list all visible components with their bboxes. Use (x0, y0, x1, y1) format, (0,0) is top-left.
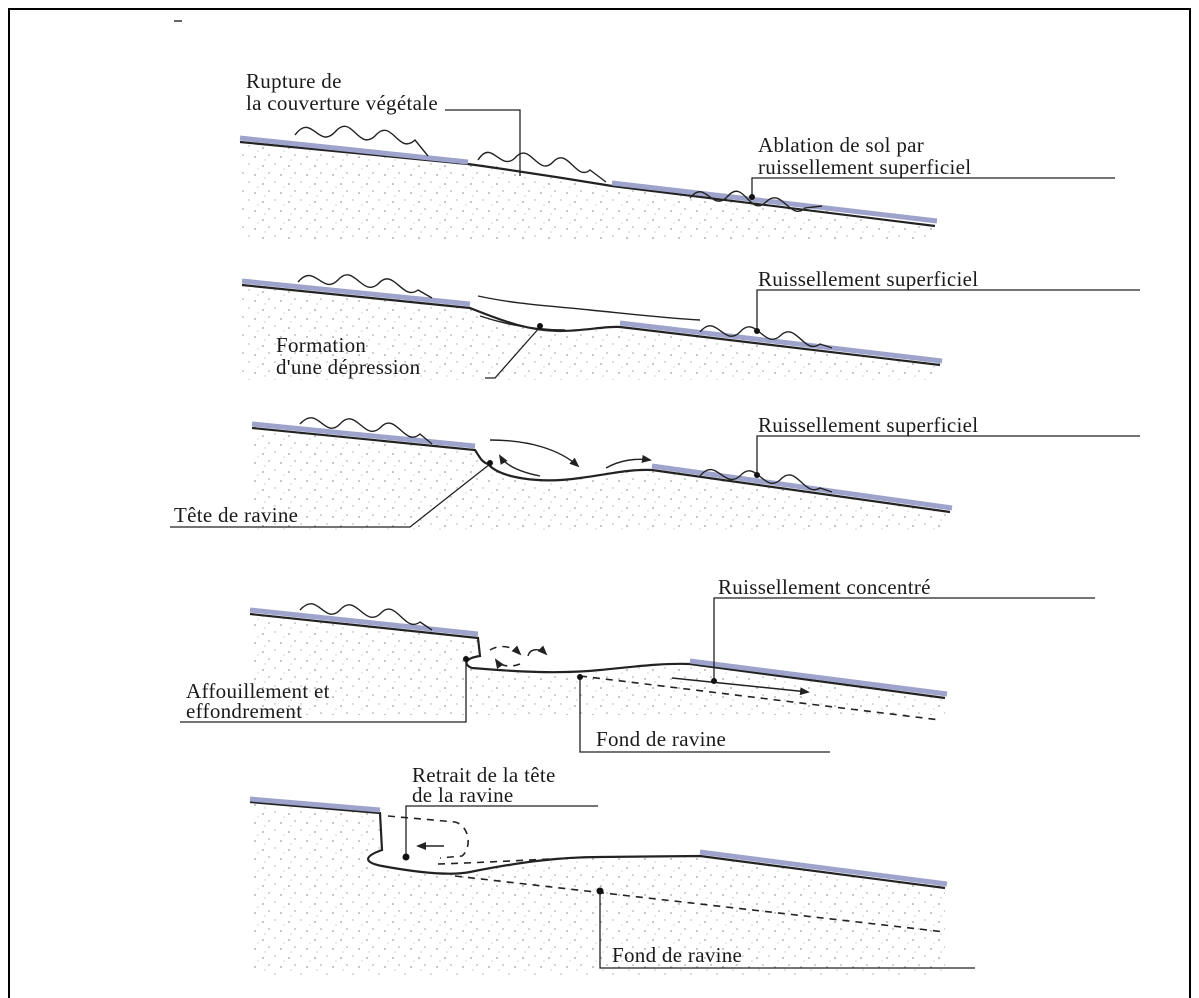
point-depression (537, 323, 543, 329)
point-ruissellement-3 (754, 472, 760, 478)
undercut-flow-4a (489, 645, 522, 656)
leader-depression (485, 326, 541, 379)
panel-stage-3 (170, 417, 1140, 530)
label-fond-4: Fond de ravine (596, 727, 726, 751)
point-retrait (402, 853, 410, 861)
leader-fond-4 (579, 678, 830, 753)
point-affouillement (463, 656, 469, 662)
undercut-flow-4c (494, 658, 521, 669)
panel-stage-4 (180, 597, 1095, 753)
runoff-wave-1a (294, 125, 429, 157)
label-rupture: Rupture de la couverture végétale (246, 69, 438, 115)
panel-stage-2 (241, 274, 1140, 380)
ground-surface-2 (241, 283, 941, 367)
leader-rupture (445, 109, 521, 176)
soil-stipple-2 (242, 283, 940, 380)
runoff-wave-3b (699, 468, 833, 493)
former-head-outline-5 (387, 815, 469, 859)
concentrated-flow-4 (671, 677, 810, 696)
vegetation-cover-5b (699, 849, 948, 887)
leader-concentre (713, 597, 1095, 680)
depression-flow-2 (477, 295, 701, 321)
label-depression: Formation d'une dépression (276, 333, 421, 379)
leader-affouillement (180, 660, 467, 723)
vegetation-cover-3a (251, 421, 476, 449)
depression-flow-2b (479, 315, 566, 331)
vegetation-cover-4a (249, 607, 479, 637)
label-affouillement: Affouillement et effondrement (186, 679, 335, 723)
vegetation-cover-5a (249, 796, 381, 813)
runoff-wave-1b (477, 151, 607, 183)
ground-surface-3 (251, 426, 951, 514)
runoff-wave-2a (297, 274, 433, 299)
leader-ruissellement-3 (756, 435, 1140, 474)
vegetation-cover-4b (689, 658, 948, 697)
leader-fond-5 (599, 892, 975, 969)
runoff-wave-2b (699, 325, 833, 349)
runoff-wave-4 (299, 603, 433, 631)
label-ruissellement-3: Ruissellement superficiel (758, 413, 978, 437)
vegetation-cover-2b (619, 320, 943, 364)
gully-flow-3c (605, 454, 652, 469)
point-concentre (711, 678, 717, 684)
former-surface-5 (437, 856, 601, 865)
point-tete (487, 460, 493, 466)
vegetation-cover-1b (611, 180, 938, 224)
ground-surface-1 (239, 140, 936, 228)
panel-stage-5 (249, 796, 975, 975)
point-fond-4 (577, 674, 583, 680)
runoff-wave-1c (689, 190, 823, 212)
undercut-flow-4b (527, 645, 548, 657)
label-ruissellement-2: Ruissellement superficiel (758, 267, 978, 291)
soil-stipple-5 (250, 800, 945, 975)
vegetation-cover-1a (239, 135, 469, 165)
gully-floor-trace-4 (579, 675, 941, 721)
label-concentre: Ruissellement concentré (718, 575, 931, 599)
ground-surface-5 (249, 800, 946, 890)
point-fond-5 (596, 887, 604, 895)
runoff-wave-3a (299, 417, 433, 445)
vegetation-cover-2a (241, 278, 471, 307)
gully-flow-3b (498, 454, 541, 477)
soil-stipple-4 (250, 612, 945, 715)
label-ablation: Ablation de sol par ruissellement superf… (758, 133, 971, 179)
leader-ruissellement-2 (756, 289, 1140, 330)
label-retrait: Retrait de la tête de la ravine (412, 763, 561, 807)
leader-ablation (751, 177, 1115, 196)
gully-flow-3a (489, 439, 580, 468)
soil-stipple-1 (240, 138, 935, 240)
soil-stipple-3 (252, 424, 950, 530)
gully-floor-trace-5 (454, 875, 946, 933)
label-fond-5: Fond de ravine (612, 943, 742, 967)
point-ablation (749, 194, 755, 200)
panel-stage-1 (239, 109, 1115, 240)
leader-tete (170, 463, 491, 528)
leader-retrait (405, 805, 598, 856)
label-tete: Tête de ravine (174, 503, 298, 527)
point-ruissellement-2 (754, 328, 760, 334)
